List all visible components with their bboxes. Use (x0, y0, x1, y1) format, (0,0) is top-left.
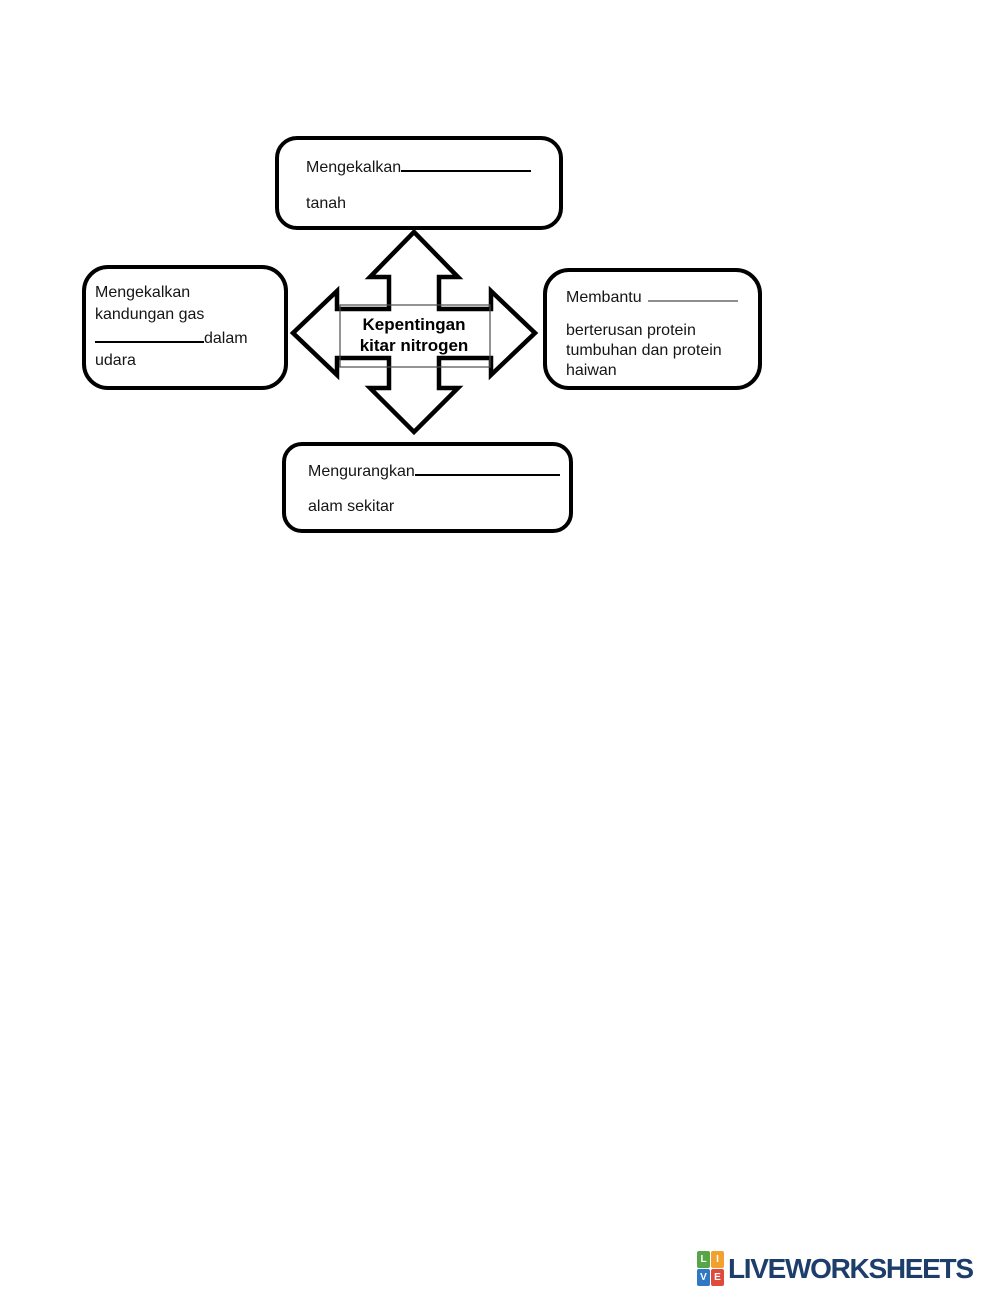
box-bottom-line1: Mengurangkan (308, 459, 561, 482)
box-bottom-alam-sekitar: Mengurangkan alam sekitar (282, 442, 573, 533)
box-right-line1-text: Membantu (566, 289, 642, 306)
logo-square-0: L (697, 1250, 710, 1268)
box-bottom-line1-text: Mengurangkan (308, 463, 415, 480)
box-left-kandungan-gas: Mengekalkan kandungan gas dalam udara (82, 265, 288, 390)
box-right-line1: Membantu (566, 285, 750, 308)
quad-arrow-shape (289, 228, 539, 436)
box-left-line4: udara (95, 352, 136, 369)
box-right-protein: Membantu berterusan protein tumbuhan dan… (543, 268, 762, 390)
liveworksheets-logo[interactable]: L I V E LIVEWORKSHEETS (697, 1250, 974, 1286)
box-right-blank-line[interactable] (647, 285, 738, 302)
center-title: Kepentingan kitar nitrogen (337, 314, 491, 356)
center-title-line2: kitar nitrogen (359, 336, 469, 355)
box-left-line3-text: dalam (204, 330, 248, 347)
logo-square-3: E (711, 1268, 724, 1286)
liveworksheets-logo-icon: L I V E (697, 1250, 724, 1286)
box-right-body: berterusan protein tumbuhan dan protein … (566, 322, 722, 379)
center-title-line1: Kepentingan (362, 315, 466, 334)
box-top-line2: tanah (306, 195, 347, 212)
box-bottom-line2: alam sekitar (308, 498, 395, 515)
box-top-blank-line[interactable] (401, 155, 532, 172)
box-left-line1: Mengekalkan (95, 284, 191, 301)
box-left-line2: kandungan gas (95, 306, 205, 323)
logo-square-2: V (697, 1268, 710, 1286)
box-top-mengekalkan-tanah: Mengekalkan tanah (275, 136, 563, 230)
logo-square-1: I (711, 1250, 724, 1268)
box-left-blank-line[interactable] (95, 326, 204, 343)
liveworksheets-logo-text: LIVEWORKSHEETS (728, 1252, 974, 1284)
box-left-line3: dalam (95, 326, 279, 350)
box-top-line1: Mengekalkan (306, 155, 551, 178)
box-bottom-blank-line[interactable] (414, 459, 560, 476)
box-top-line1-text: Mengekalkan (306, 159, 402, 176)
center-textbox-outline (339, 304, 491, 368)
